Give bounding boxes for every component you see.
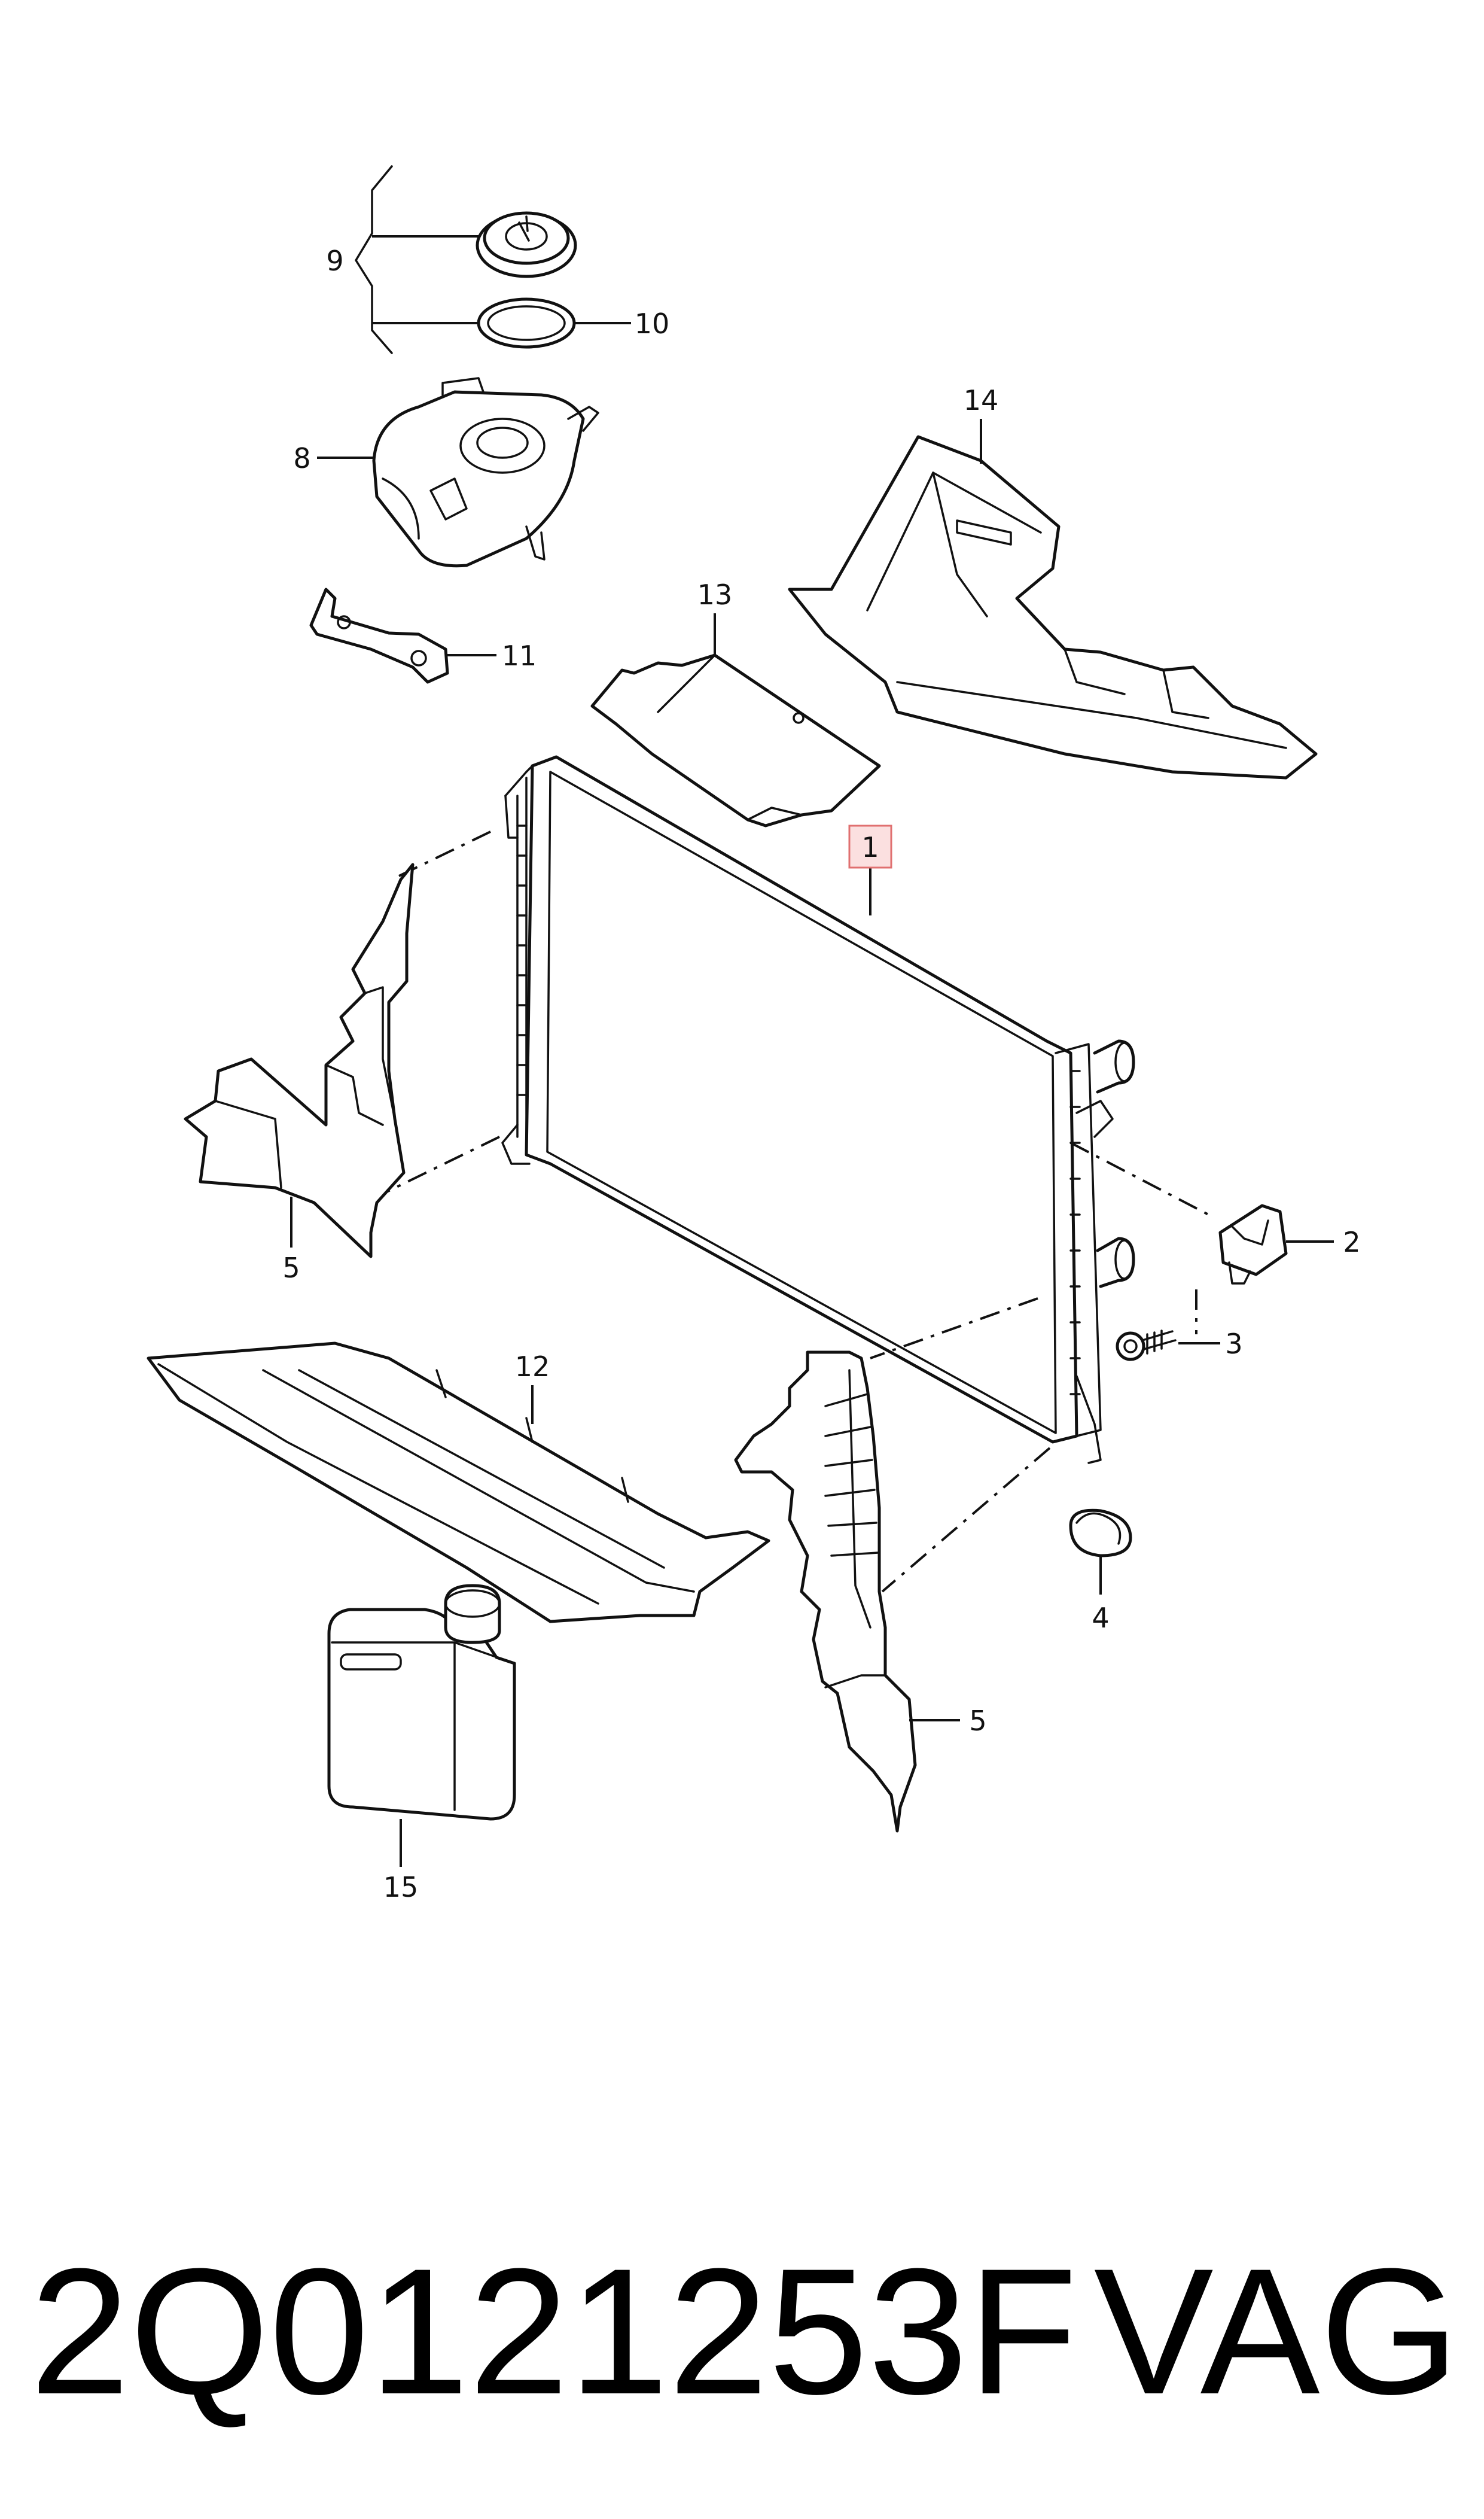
callout-4: 4 — [1092, 1602, 1109, 1634]
callout-2: 2 — [1343, 1226, 1360, 1258]
callout-12: 12 — [515, 1350, 550, 1383]
part-9-expansion-cap — [355, 165, 577, 354]
callout-11: 11 — [502, 640, 537, 672]
part-number: 2Q0121253F — [30, 2231, 1077, 2432]
callout-3: 3 — [1225, 1328, 1242, 1360]
part-1-radiator — [501, 755, 1135, 1464]
callout-14: 14 — [964, 384, 999, 416]
part-3-screw — [1116, 1330, 1220, 1361]
callout-5-right: 5 — [969, 1705, 986, 1737]
part-2-bracket-clip — [1218, 1204, 1334, 1285]
part-15-coolant-bottle — [327, 1584, 516, 1867]
callout-9: 9 — [326, 245, 343, 277]
part-12-air-deflector — [147, 1341, 770, 1623]
callout-1: 1 — [861, 831, 879, 863]
callout-1-highlight — [848, 825, 892, 869]
callout-5-left: 5 — [282, 1252, 300, 1284]
part-11-bracket — [309, 588, 496, 684]
part-14-air-duct — [788, 419, 1318, 780]
callout-15: 15 — [383, 1871, 419, 1903]
callout-13: 13 — [697, 579, 733, 611]
brand-label: VAG — [1094, 2231, 1459, 2432]
part-10-sealing-ring — [372, 297, 631, 349]
callout-10: 10 — [635, 308, 670, 340]
part-5-air-guide-right — [734, 1350, 960, 1833]
callout-8: 8 — [293, 442, 310, 474]
callout-labels: 1 2 3 4 5 5 8 9 10 11 12 13 14 15 — [282, 245, 1360, 1903]
part-13-air-guide — [590, 613, 881, 828]
part-4-grommet — [1069, 1508, 1132, 1595]
part-5-air-guide-left — [184, 863, 415, 1258]
part-8-expansion-tank — [317, 377, 599, 568]
